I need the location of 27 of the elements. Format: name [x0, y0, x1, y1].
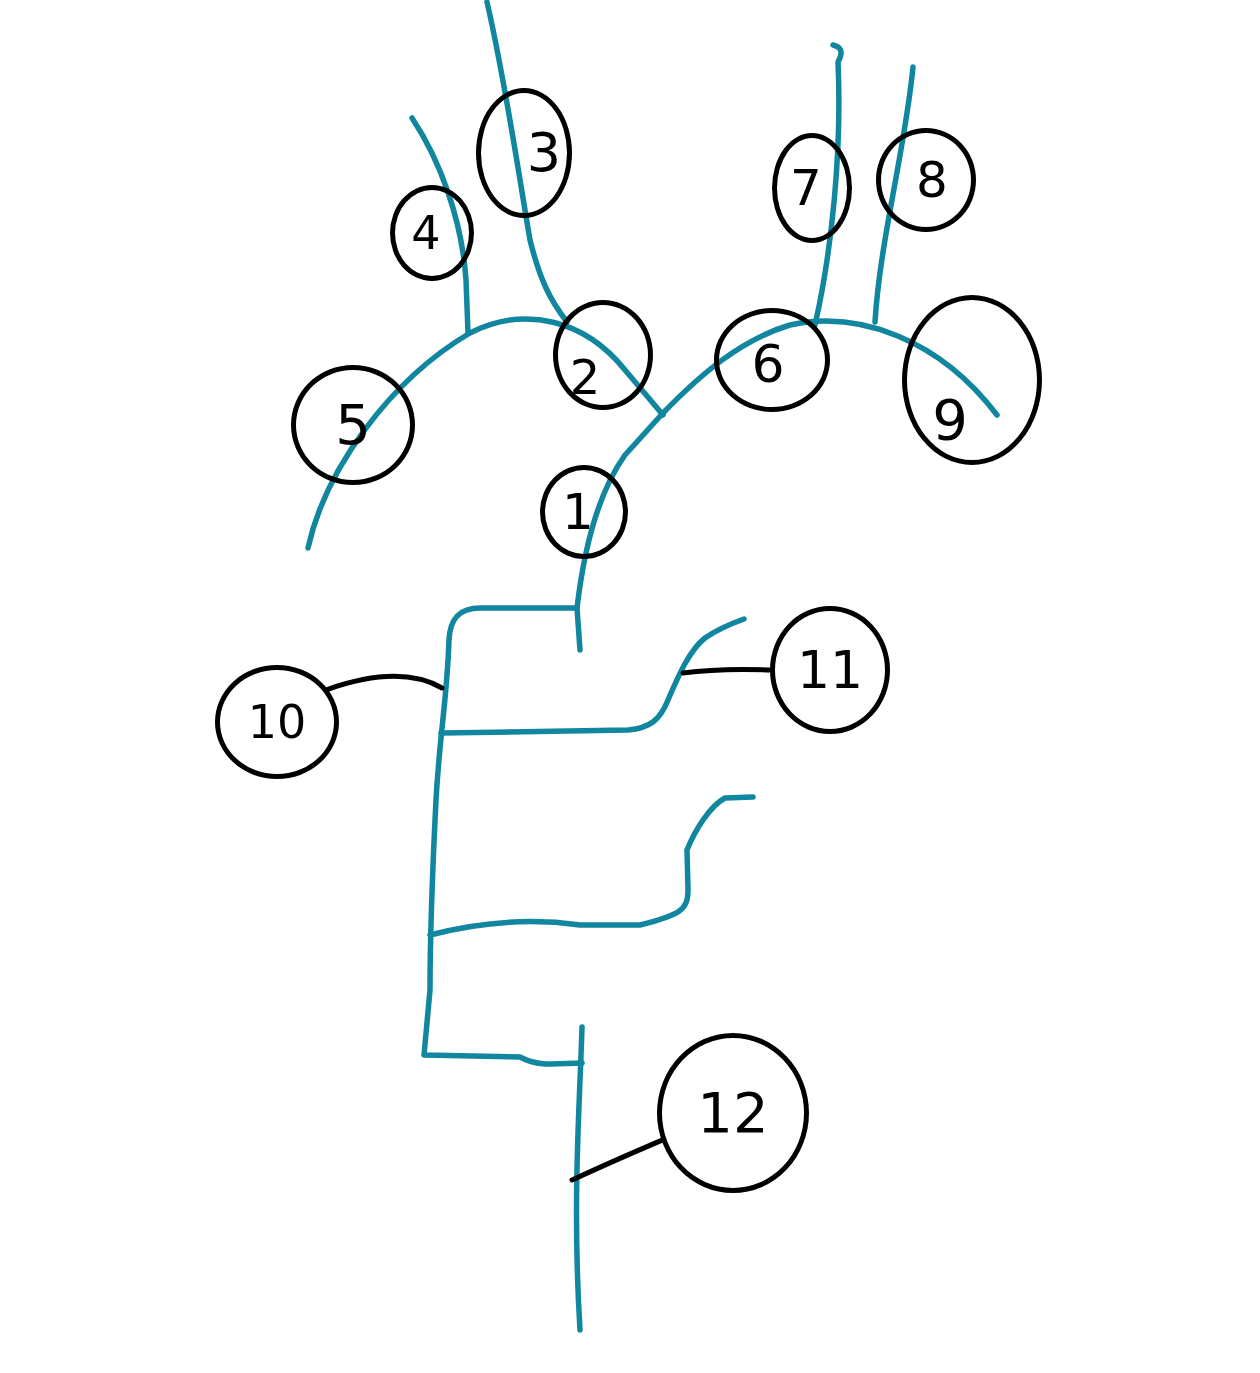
callout-circle: [291, 365, 415, 485]
callout-number: 9: [932, 392, 968, 448]
callout-number: 5: [335, 397, 371, 453]
callout-circle: [390, 185, 474, 281]
callout-circle: [876, 128, 976, 232]
callout-circle: [770, 606, 890, 734]
callout-number: 10: [247, 699, 307, 745]
callout-circle: [553, 300, 653, 410]
callout-number: 8: [916, 155, 948, 205]
leader-line: [569, 1137, 665, 1183]
callout-circle: [540, 465, 628, 559]
callout-number: 2: [569, 353, 601, 401]
callout-circle: [657, 1033, 809, 1193]
callout-number: 12: [697, 1085, 769, 1141]
callout-number: 4: [411, 210, 441, 256]
callout-circle: [476, 88, 572, 218]
callout-circle: [714, 308, 830, 412]
leader-line: [325, 673, 445, 692]
callout-circle: [215, 665, 339, 779]
callout-circle: [772, 133, 852, 243]
leader-line: [680, 666, 773, 676]
callout-number: 11: [796, 644, 864, 696]
callout-number: 7: [790, 163, 822, 213]
callout-number: 1: [562, 487, 594, 537]
callout-number: 6: [751, 338, 785, 390]
callout-circle: [902, 295, 1042, 465]
callout-number: 3: [526, 126, 562, 180]
